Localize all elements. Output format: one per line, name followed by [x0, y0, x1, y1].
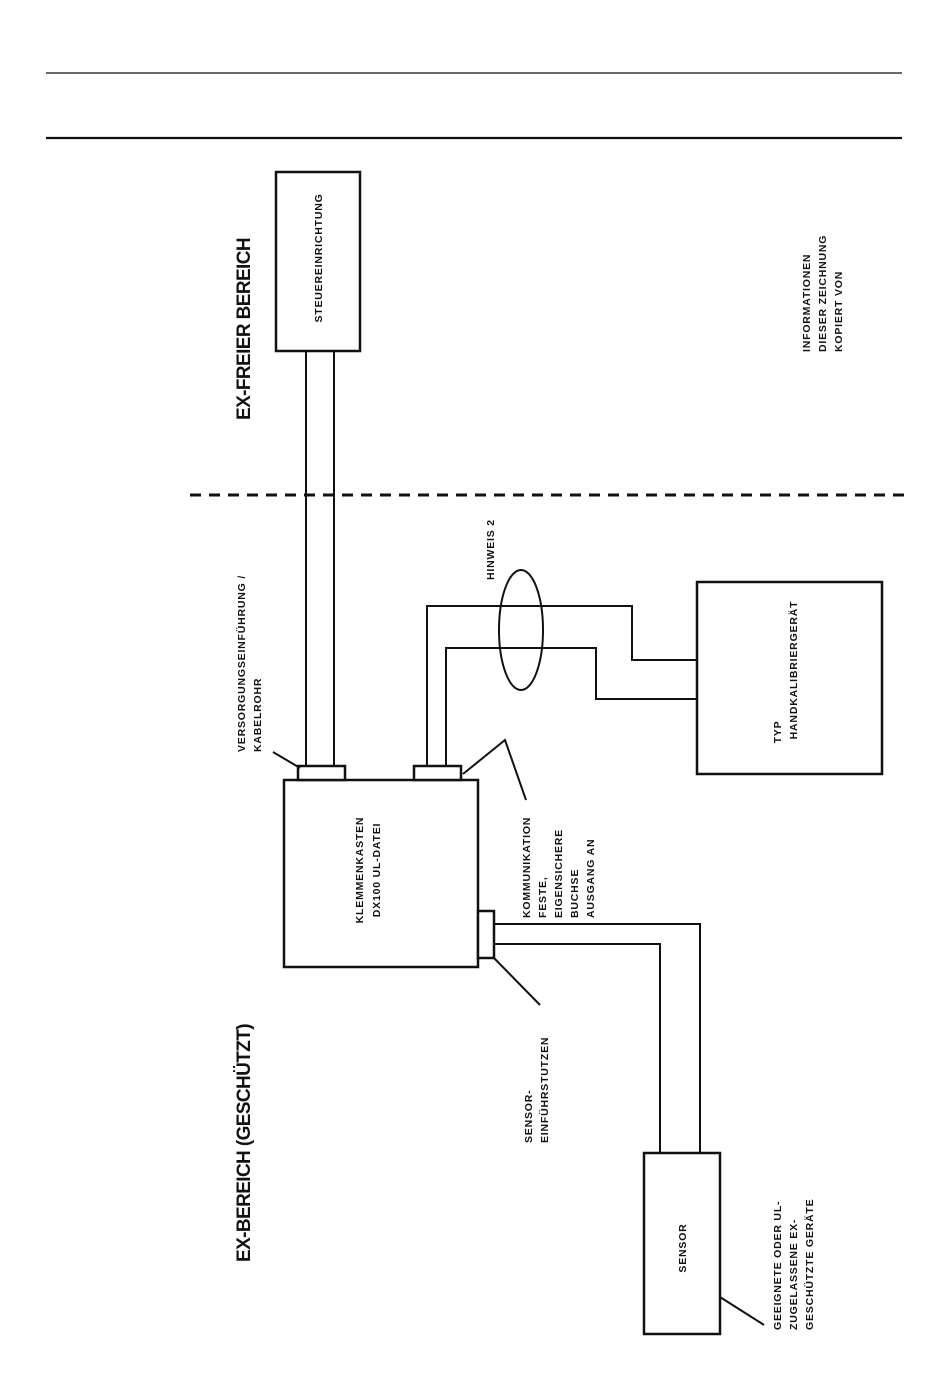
comm-socket-gland	[412, 764, 463, 782]
approved-devices-label-line1: GEEIGNETE ODER UL-	[772, 1201, 784, 1330]
sensor-entry-label-line2: EINFÜHRSTUTZEN	[538, 1037, 551, 1143]
approved-devices-label-line2: ZUGELASSENE EX-	[788, 1219, 800, 1330]
terminal-box-label-line2: DX100 UL-DATEI	[371, 823, 383, 917]
hazardous-area-label: EX-BEREICH (GESCHÜTZT)	[234, 1024, 255, 1262]
safe-area-label: EX-FREIER BEREICH	[234, 238, 255, 420]
handheld-label-line1: TYP	[772, 721, 784, 744]
controller-box	[274, 170, 362, 353]
supply-entry-label-line2: KABELROHR	[252, 678, 264, 752]
sensor-cable-inner	[494, 943, 661, 1153]
handheld-calibrator-box	[695, 580, 884, 776]
terminal-box	[282, 778, 480, 969]
sensor-entry-gland	[476, 909, 496, 960]
comm-socket-label-line1: KOMMUNIKATION	[521, 817, 533, 918]
sensor-entry-label-line1: SENSOR-	[523, 1090, 535, 1143]
supply-entry-gland	[296, 764, 347, 782]
info-label-line3: KOPIERT VON	[833, 271, 845, 352]
controller-label: STEUEREINRICHTUNG	[313, 193, 325, 322]
sensor-entry-leader-line	[493, 957, 541, 1006]
info-label-line1: INFORMATIONEN	[801, 254, 813, 352]
info-label-line2: DIESER ZEICHNUNG	[817, 235, 829, 352]
cable-shield-ellipse	[498, 569, 544, 691]
comm-socket-label-line5: AUSGANG AN	[585, 839, 597, 918]
note-label: HINWEIS 2	[485, 519, 497, 580]
sensor-label: SENSOR	[677, 1223, 689, 1272]
supply-entry-label-line1: VERSORGUNGSEINFÜHRUNG /	[235, 575, 248, 752]
comm-socket-label-line4: BUCHSE	[569, 869, 581, 918]
handheld-label-line2: HANDKALIBRIERGERÄT	[787, 601, 800, 740]
supply-entry-leader-line	[272, 751, 301, 769]
comm-socket-leader-line	[462, 738, 527, 801]
comm-socket-label-line2: FESTE,	[537, 876, 549, 918]
terminal-box-label-line1: KLEMMENKASTEN	[354, 817, 366, 924]
comm-cable-outer	[426, 605, 697, 766]
comm-socket-label-line3: EIGENSICHERE	[553, 829, 565, 918]
sensor-box	[642, 1151, 722, 1336]
comm-cable-inner	[445, 647, 697, 766]
approved-devices-leader-line	[719, 1296, 765, 1326]
approved-devices-label-line3: GESCHÜTZTE GERÄTE	[803, 1199, 816, 1330]
sensor-cable-outer	[494, 923, 701, 1153]
